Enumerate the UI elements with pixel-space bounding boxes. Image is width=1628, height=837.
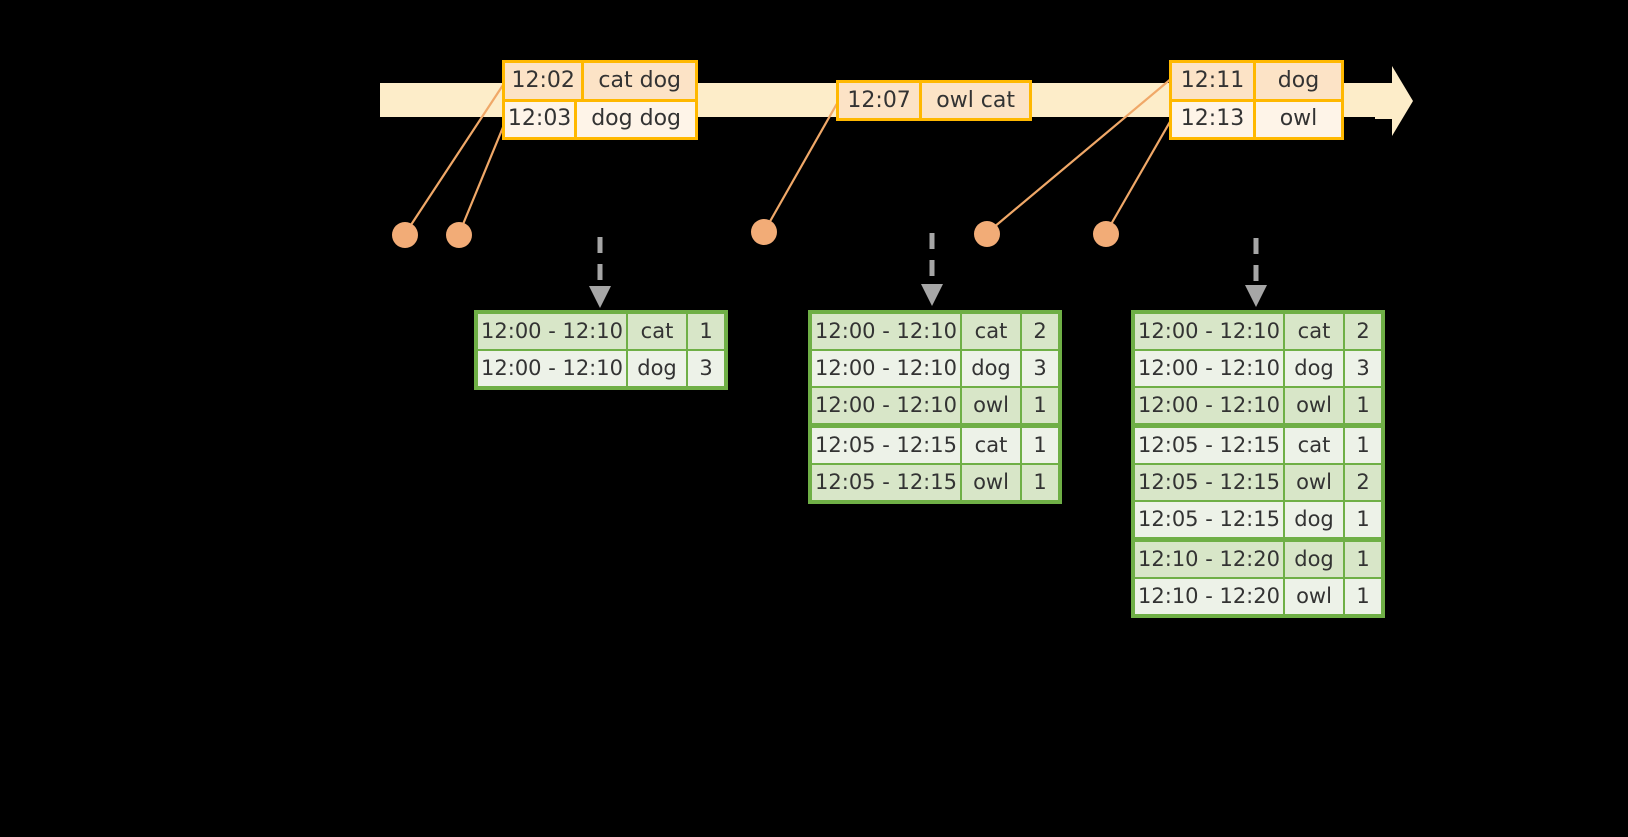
event-words: cat dog xyxy=(584,63,695,99)
count-cell: 1 xyxy=(1022,428,1058,463)
event-time: 12:03 xyxy=(505,101,578,137)
table-row[interactable]: 12:05 - 12:15 owl 2 xyxy=(1135,465,1381,500)
event-row[interactable]: 12:07 owl cat xyxy=(839,83,1029,118)
window-cell: 12:05 - 12:15 xyxy=(812,465,960,500)
timeline-arrowhead-icon xyxy=(1375,66,1413,136)
window-cell: 12:10 - 12:20 xyxy=(1135,542,1283,577)
event-dot-4 xyxy=(974,221,1000,247)
window-cell: 12:00 - 12:10 xyxy=(1135,314,1283,349)
window-cell: 12:05 - 12:15 xyxy=(1135,465,1283,500)
table-row[interactable]: 12:00 - 12:10 dog 3 xyxy=(812,351,1058,386)
event-row[interactable]: 12:03 dog dog xyxy=(505,98,695,137)
count-cell: 2 xyxy=(1345,465,1381,500)
event-group-2[interactable]: 12:07 owl cat xyxy=(836,80,1032,121)
timeline-bar-mid-b xyxy=(1029,83,1172,117)
count-cell: 3 xyxy=(1345,351,1381,386)
table-row[interactable]: 12:00 - 12:10 dog 3 xyxy=(1135,351,1381,386)
key-cell: dog xyxy=(1285,502,1343,537)
table-row[interactable]: 12:00 - 12:10 cat 1 xyxy=(478,314,724,349)
key-cell: owl xyxy=(1285,579,1343,614)
event-words: dog dog xyxy=(577,101,695,137)
event-row[interactable]: 12:02 cat dog xyxy=(505,63,695,99)
table-row[interactable]: 12:05 - 12:15 cat 1 xyxy=(1135,428,1381,463)
table-row[interactable]: 12:05 - 12:15 cat 1 xyxy=(812,428,1058,463)
key-cell: owl xyxy=(962,465,1020,500)
count-cell: 3 xyxy=(688,351,724,386)
event-dot-1 xyxy=(392,222,418,248)
table-row[interactable]: 12:05 - 12:15 owl 1 xyxy=(812,465,1058,500)
event-words: owl cat xyxy=(922,83,1029,118)
event-row[interactable]: 12:13 owl xyxy=(1172,98,1341,137)
count-cell: 2 xyxy=(1345,314,1381,349)
key-cell: dog xyxy=(962,351,1020,386)
count-cell: 1 xyxy=(1345,388,1381,423)
window-cell: 12:00 - 12:10 xyxy=(478,351,626,386)
key-cell: owl xyxy=(1285,465,1343,500)
table-row[interactable]: 12:00 - 12:10 owl 1 xyxy=(1135,388,1381,423)
key-cell: cat xyxy=(962,428,1020,463)
result-table-2[interactable]: 12:00 - 12:10 cat 2 12:00 - 12:10 dog 3 … xyxy=(808,310,1062,504)
event-time: 12:13 xyxy=(1172,101,1256,137)
count-cell: 3 xyxy=(1022,351,1058,386)
table-row[interactable]: 12:10 - 12:20 owl 1 xyxy=(1135,579,1381,614)
key-cell: dog xyxy=(1285,542,1343,577)
table-row[interactable]: 12:10 - 12:20 dog 1 xyxy=(1135,542,1381,577)
event-words: dog xyxy=(1256,63,1341,99)
window-cell: 12:00 - 12:10 xyxy=(1135,388,1283,423)
table-row[interactable]: 12:00 - 12:10 cat 2 xyxy=(1135,314,1381,349)
count-cell: 1 xyxy=(1345,542,1381,577)
event-dot-5 xyxy=(1093,221,1119,247)
window-cell: 12:00 - 12:10 xyxy=(812,388,960,423)
count-cell: 1 xyxy=(1022,465,1058,500)
key-cell: dog xyxy=(1285,351,1343,386)
event-row[interactable]: 12:11 dog xyxy=(1172,63,1341,99)
key-cell: owl xyxy=(962,388,1020,423)
key-cell: cat xyxy=(962,314,1020,349)
event-time: 12:11 xyxy=(1172,63,1256,99)
window-cell: 12:00 - 12:10 xyxy=(1135,351,1283,386)
timeline-bar-left xyxy=(380,83,505,117)
window-cell: 12:05 - 12:15 xyxy=(1135,502,1283,537)
event-time: 12:07 xyxy=(839,83,923,118)
window-cell: 12:00 - 12:10 xyxy=(478,314,626,349)
table-row[interactable]: 12:05 - 12:15 dog 1 xyxy=(1135,502,1381,537)
key-cell: owl xyxy=(1285,388,1343,423)
window-cell: 12:05 - 12:15 xyxy=(812,428,960,463)
window-cell: 12:10 - 12:20 xyxy=(1135,579,1283,614)
key-cell: dog xyxy=(628,351,686,386)
result-table-1[interactable]: 12:00 - 12:10 cat 1 12:00 - 12:10 dog 3 xyxy=(474,310,728,390)
event-group-1[interactable]: 12:02 cat dog 12:03 dog dog xyxy=(502,60,698,140)
window-cell: 12:05 - 12:15 xyxy=(1135,428,1283,463)
event-time: 12:02 xyxy=(505,63,585,99)
event-dot-2 xyxy=(446,222,472,248)
table-row[interactable]: 12:00 - 12:10 cat 2 xyxy=(812,314,1058,349)
count-cell: 1 xyxy=(1345,428,1381,463)
key-cell: cat xyxy=(1285,314,1343,349)
count-cell: 1 xyxy=(1345,579,1381,614)
result-table-3[interactable]: 12:00 - 12:10 cat 2 12:00 - 12:10 dog 3 … xyxy=(1131,310,1385,618)
count-cell: 2 xyxy=(1022,314,1058,349)
count-cell: 1 xyxy=(688,314,724,349)
timeline-bar-mid-a xyxy=(695,83,837,117)
event-dot-3 xyxy=(751,219,777,245)
table-row[interactable]: 12:00 - 12:10 owl 1 xyxy=(812,388,1058,423)
table-row[interactable]: 12:00 - 12:10 dog 3 xyxy=(478,351,724,386)
event-group-3[interactable]: 12:11 dog 12:13 owl xyxy=(1169,60,1344,140)
window-cell: 12:00 - 12:10 xyxy=(812,351,960,386)
count-cell: 1 xyxy=(1345,502,1381,537)
window-cell: 12:00 - 12:10 xyxy=(812,314,960,349)
event-words: owl xyxy=(1256,101,1341,137)
key-cell: cat xyxy=(1285,428,1343,463)
key-cell: cat xyxy=(628,314,686,349)
count-cell: 1 xyxy=(1022,388,1058,423)
